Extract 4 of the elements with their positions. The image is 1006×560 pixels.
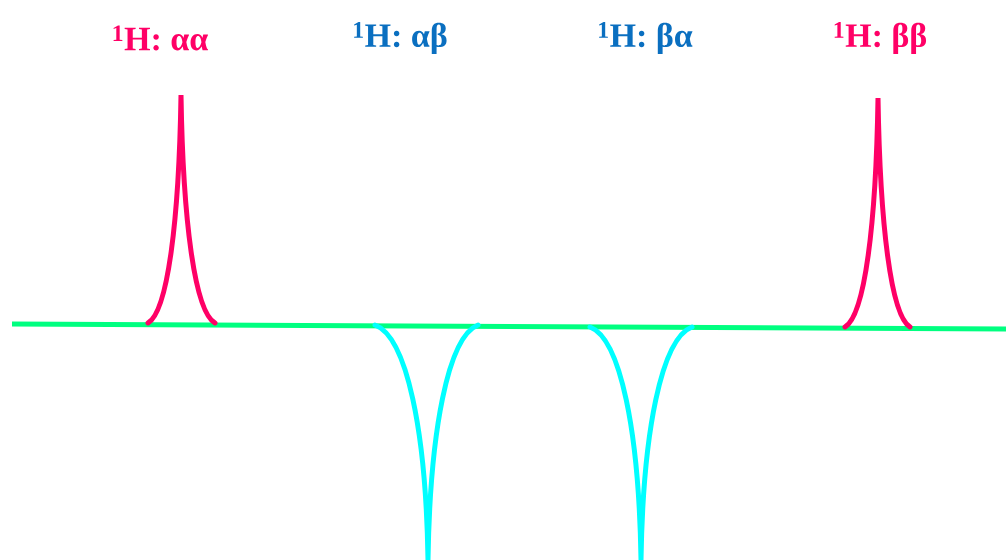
peak-label: $^{1}$H: αα <box>113 25 208 51</box>
peak-label: $^{1}$H: βα <box>599 22 693 54</box>
peak-label: $^{1}$H: αβ <box>354 22 447 54</box>
peak-label: $^{1}$H: ββ <box>834 22 927 54</box>
